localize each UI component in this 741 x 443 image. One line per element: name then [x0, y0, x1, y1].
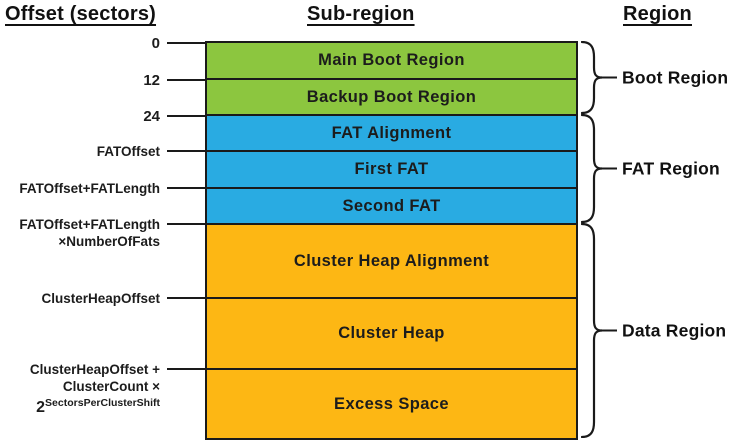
offset-label-fatoffset: FATOffset — [96, 144, 160, 159]
subregion-box-excess-space: Excess Space — [205, 368, 578, 440]
subregion-label: Second FAT — [342, 196, 441, 215]
offset-label-clusterheapoffset-plus-clustercount: ClusterHeapOffset + ClusterCount × 2Sect… — [0, 361, 160, 416]
offset-tick-fatoffset-fatlength-numberoffats — [167, 223, 205, 225]
data-region-brace — [581, 223, 617, 438]
offset-label-12: 12 — [143, 72, 160, 89]
offset-label-fatoffset-fatlength: FATOffset+FATLength — [19, 181, 160, 196]
offset-label-line: ClusterHeapOffset + — [29, 362, 160, 377]
offset-label-line: ClusterCount × — [62, 379, 160, 394]
subregion-box-cluster-heap-alignment: Cluster Heap Alignment — [205, 223, 578, 299]
offset-tick-12 — [167, 79, 205, 81]
region-column-header: Region — [623, 3, 692, 25]
subregion-box-main-boot-region: Main Boot Region — [205, 41, 578, 80]
subregion-label: Cluster Heap — [338, 324, 445, 342]
subregion-label: First FAT — [354, 160, 429, 178]
subregion-label: FAT Alignment — [331, 123, 452, 142]
offset-tick-fatoffset — [167, 150, 205, 152]
subregion-box-backup-boot-region: Backup Boot Region — [205, 78, 578, 116]
subregion-column-header: Sub-region — [307, 3, 415, 25]
offset-label-line: FATOffset+FATLength — [19, 217, 160, 232]
subregion-label: Excess Space — [334, 394, 449, 413]
offset-tick-24 — [167, 115, 205, 117]
power-exponent: SectorsPerClusterShift — [45, 397, 160, 409]
offset-label-clusterheapoffset: ClusterHeapOffset — [41, 291, 160, 306]
fat-region-brace — [581, 114, 617, 223]
offset-label-fatoffset-fatlength-numberoffats: FATOffset+FATLength ×NumberOfFats — [0, 216, 160, 250]
power-base: 2 — [36, 399, 46, 416]
offset-tick-clusterheapoffset-clustercount — [167, 368, 205, 370]
offset-tick-fatoffset-fatlength — [167, 187, 205, 189]
subregion-box-first-fat: First FAT — [205, 150, 578, 189]
offset-label-0: 0 — [151, 35, 160, 52]
subregion-box-cluster-heap: Cluster Heap — [205, 297, 578, 370]
region-label-data: Data Region — [622, 320, 727, 341]
offset-column-header: Offset (sectors) — [5, 3, 157, 25]
offset-tick-0 — [167, 42, 205, 44]
offset-label-24: 24 — [143, 108, 160, 125]
subregion-label: Backup Boot Region — [306, 87, 477, 106]
subregion-label: Main Boot Region — [318, 51, 465, 69]
region-label-fat: FAT Region — [622, 158, 720, 179]
offset-label-line: ×NumberOfFats — [58, 234, 160, 249]
offset-tick-clusterheapoffset — [167, 297, 205, 299]
subregion-box-second-fat: Second FAT — [205, 187, 578, 225]
region-label-boot: Boot Region — [622, 67, 729, 88]
boot-region-brace — [581, 41, 617, 114]
subregion-label: Cluster Heap Alignment — [293, 251, 490, 270]
subregion-box-fat-alignment: FAT Alignment — [205, 114, 578, 152]
offset-label-power-expression: 2SectorsPerClusterShift — [0, 395, 160, 416]
